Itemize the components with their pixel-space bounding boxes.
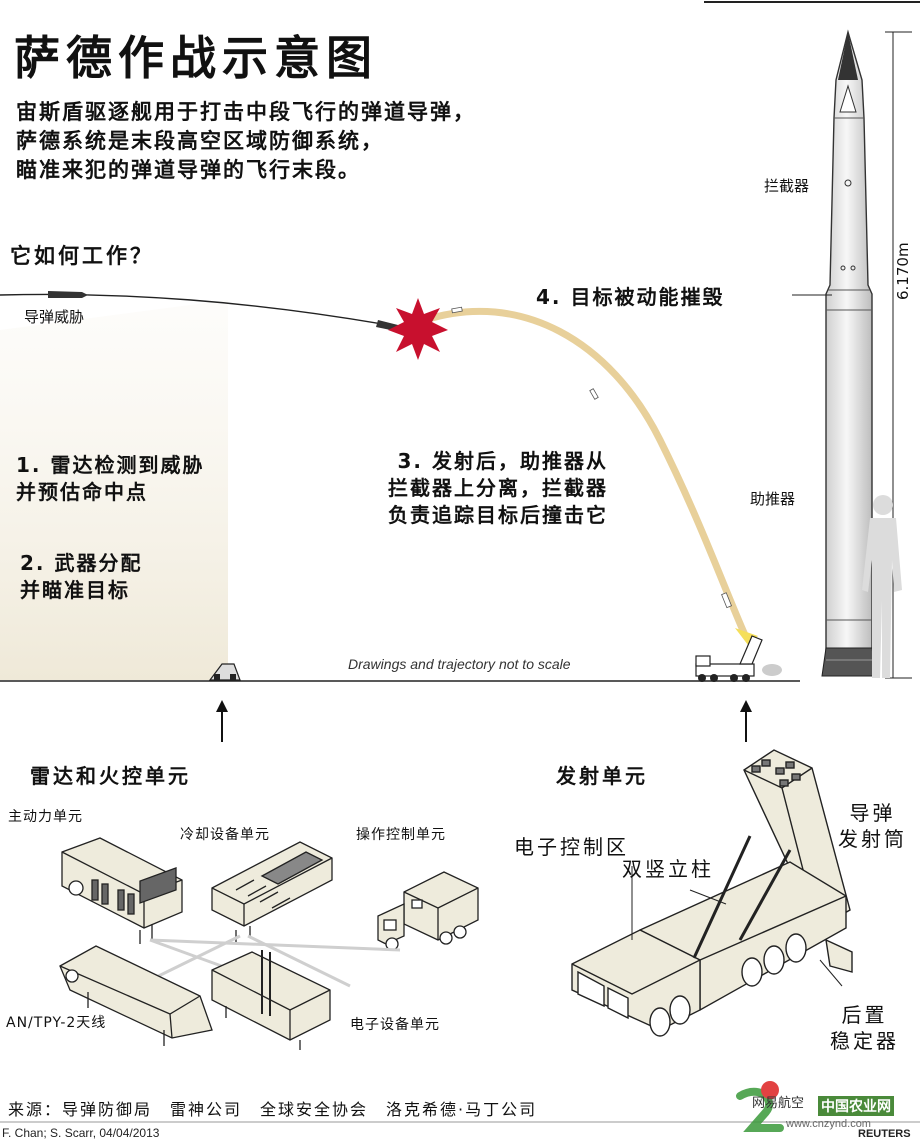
radar-section-heading: 雷达和火控单元 [30, 764, 191, 788]
interceptor-kill-vehicle-icon [451, 306, 463, 314]
interceptor-label: 拦截器 [764, 177, 810, 195]
ascending-interceptor-icon [721, 592, 732, 609]
missile-height-label: 6.170m [894, 242, 912, 300]
electronics-area-label: 电子控制区 [514, 835, 629, 859]
radar-beam [0, 300, 228, 680]
step-line: 并预估命中点 [16, 480, 148, 504]
step-line: 负责追踪目标后撞击它 [388, 503, 608, 527]
intro-line: 宙斯盾驱逐舰用于打击中段飞行的弹道导弹， [16, 100, 476, 124]
step-4-text: 4. 目标被动能摧毁 [536, 285, 725, 309]
step-2-text: 2. 武器分配 并瞄准目标 [20, 550, 142, 604]
scale-note: Drawings and trajectory not to scale [348, 656, 571, 672]
rear-stabilizer-label-line: 稳定器 [830, 1029, 899, 1053]
watermark-text-2: 中国农业网 [818, 1096, 894, 1116]
prime-power-unit-label: 主动力单元 [8, 809, 83, 825]
watermark-logo [736, 1081, 784, 1132]
source-line: 来源：导弹防御局 雷神公司 全球安全协会 洛克希德·马丁公司 [8, 1100, 538, 1119]
watermark-url: www.cnzynd.com [786, 1118, 871, 1130]
human-scale-silhouette [862, 495, 902, 678]
rear-stabilizer-label-line: 后置 [841, 1003, 888, 1027]
operator-control-unit-label: 操作控制单元 [356, 827, 446, 843]
intro-text: 宙斯盾驱逐舰用于打击中段飞行的弹道导弹， 萨德系统是末段高空区域防御系统， 瞄准… [16, 98, 476, 185]
twin-struts-label: 双竖立柱 [622, 857, 714, 881]
thaad-missile-illustration [821, 29, 877, 677]
watermark-text-1: 网易航空 [752, 1096, 805, 1111]
step-line: 拦截器上分离，拦截器 [388, 476, 608, 500]
separated-booster-icon [589, 388, 599, 400]
stabilizer-leader [819, 959, 843, 987]
radar-pointer-arrow [216, 700, 228, 742]
launcher-pointer-arrow [740, 700, 752, 742]
how-it-works-heading: 它如何工作？ [10, 244, 154, 268]
page-title: 萨德作战示意图 [14, 31, 378, 85]
threat-label: 导弹威胁 [24, 308, 85, 326]
explosion-icon [388, 298, 448, 360]
step-3-text: 3. 发射后，助推器从 拦截器上分离，拦截器 负责追踪目标后撞击它 [356, 448, 608, 529]
canister-label: 导弹 发射筒 [838, 800, 907, 852]
intro-line: 瞄准来犯的弹道导弹的飞行末段。 [16, 158, 361, 182]
electronics-unit-label: 电子设备单元 [350, 1017, 440, 1033]
intro-line: 萨德系统是末段高空区域防御系统， [16, 129, 384, 153]
antenna-unit-label: AN/TPY-2天线 [6, 1015, 107, 1031]
interceptor-trajectory [421, 308, 749, 639]
booster-label: 助推器 [750, 490, 796, 508]
rear-stabilizer-label: 后置 稳定器 [830, 1002, 899, 1054]
ground-radar-icon [208, 663, 241, 681]
step-line: 2. 武器分配 [20, 551, 143, 575]
step-line: 并瞄准目标 [20, 578, 130, 602]
step-line: 3. 发射后，助推器从 [397, 449, 608, 473]
agency-logo-text: REUTERS [858, 1128, 911, 1140]
threat-missile-icon [48, 291, 88, 298]
canister-label-line: 导弹 [849, 801, 896, 825]
antenna-unit-illustration [59, 945, 213, 1046]
cooling-unit-label: 冷却设备单元 [180, 827, 270, 843]
canister-label-line: 发射筒 [838, 827, 907, 851]
prime-power-unit-illustration [61, 837, 183, 944]
electronics-equipment-unit-illustration [211, 950, 331, 1050]
cooling-equipment-unit-illustration [211, 841, 333, 942]
launcher-unit-illustration [571, 749, 853, 1037]
step-line: 1. 雷达检测到威胁 [16, 453, 205, 477]
operator-control-unit-illustration [377, 871, 479, 951]
launcher-section-heading: 发射单元 [556, 764, 648, 788]
credit-line: F. Chan; S. Scarr, 04/04/2013 [2, 1126, 160, 1140]
twin-struts-leader [689, 889, 727, 905]
ground-launcher-icon [695, 635, 782, 682]
step-1-text: 1. 雷达检测到威胁 并预估命中点 [16, 452, 204, 506]
